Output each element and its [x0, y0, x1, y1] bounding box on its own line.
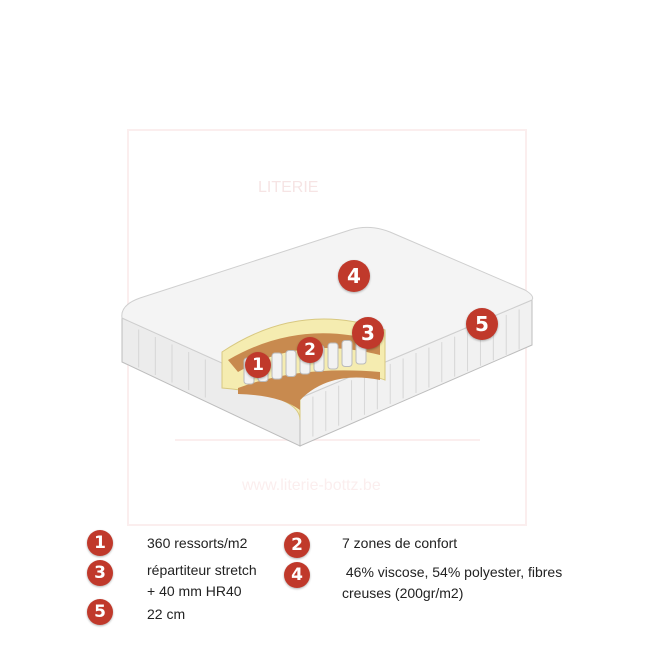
svg-text:LITERIE: LITERIE	[258, 179, 318, 196]
svg-text:www.literie-bottz.be: www.literie-bottz.be	[241, 477, 381, 494]
marker-2: 2	[297, 337, 323, 363]
legend-badge-2: 2	[284, 532, 310, 558]
legend-badge-1: 1	[87, 530, 113, 556]
spring	[271, 352, 283, 380]
cutaway-coir-bottom	[238, 370, 380, 410]
spring	[341, 340, 353, 367]
legend-badge-5: 5	[87, 599, 113, 625]
legend-text-5: 22 cm	[147, 606, 186, 622]
spring	[327, 342, 339, 370]
legend-text-2: 7 zones de confort	[342, 535, 458, 551]
legend-badge-3: 3	[87, 560, 113, 586]
marker-4: 4	[338, 260, 370, 292]
legend-text-3: répartiteur stretch+ 40 mm HR40	[147, 562, 257, 599]
legend-badge-4: 4	[284, 562, 310, 588]
spring	[285, 350, 297, 377]
legend-text-1: 360 ressorts/m2	[147, 535, 248, 551]
marker-5: 5	[466, 308, 498, 340]
marker-3: 3	[352, 317, 384, 349]
marker-1: 1	[245, 352, 271, 378]
